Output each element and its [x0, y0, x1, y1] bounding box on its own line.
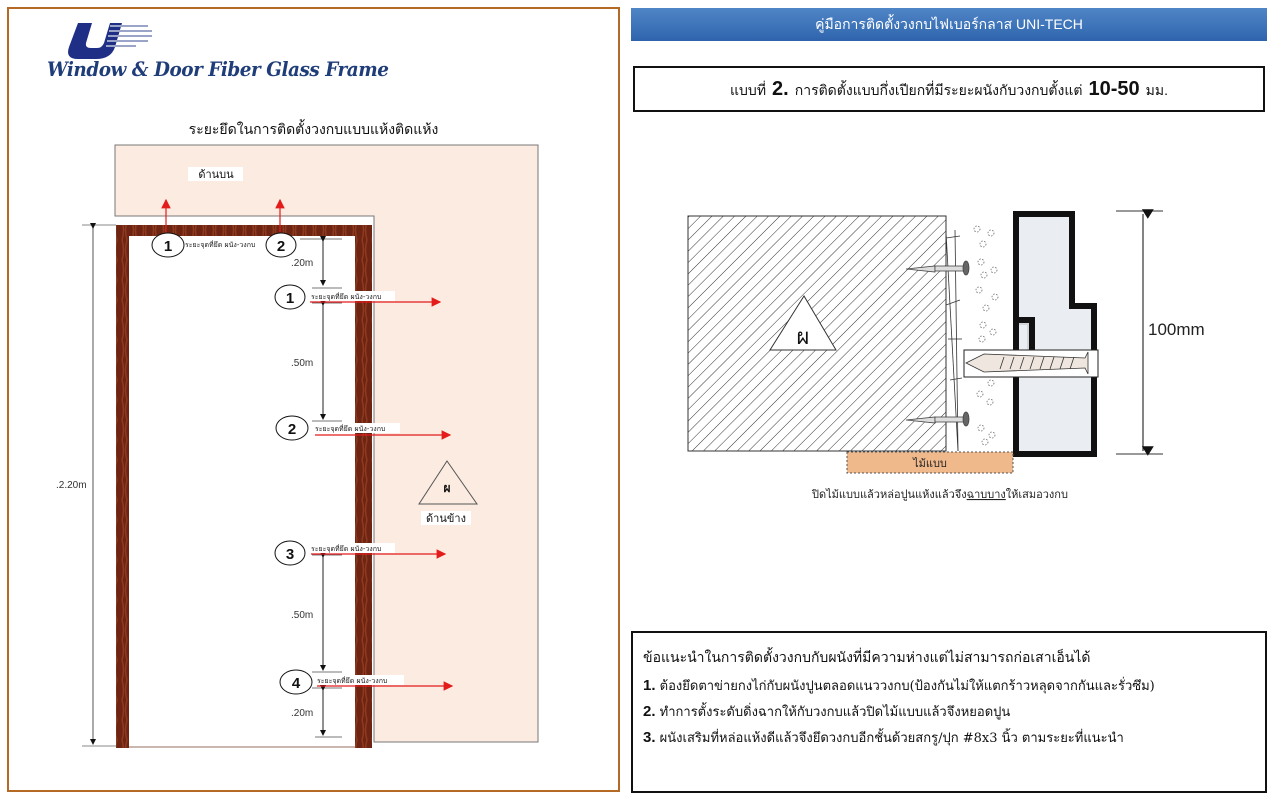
- wall-side-label: ด้านข้าง: [426, 512, 466, 525]
- svg-text:ผ: ผ: [797, 325, 810, 350]
- side-point-3: 3 ระยะจุดที่ยึด ผนัง-วงกบ: [274, 540, 447, 566]
- top-point-1: 1: [151, 232, 185, 258]
- note-item-3: 3. ผนังเสริมที่หล่อแห้งดีแล้วจึงยึดวงกบอ…: [643, 729, 1124, 746]
- screw-slot: [963, 349, 1099, 378]
- top-point-1-label: ระยะจุดที่ยึด ผนัง-วงกบ: [185, 240, 255, 249]
- side-point-1: 1 ระยะจุดที่ยึด ผนัง-วงกบ: [274, 284, 442, 310]
- notes-heading: ข้อแนะนำในการติดตั้งวงกบกับผนังที่มีความ…: [643, 650, 1091, 666]
- svg-text:2: 2: [277, 238, 285, 255]
- wall-top-label: ด้านบน: [198, 168, 234, 181]
- wall-top-label-bg: [188, 167, 243, 181]
- formwork-label: ไม้แบบ: [912, 457, 947, 470]
- note-item-1: 1. ต้องยึดตาข่ายกงไก่กับผนังปูนตลอดแนววง…: [643, 677, 1155, 694]
- wall-symbol-triangle: ผ: [769, 295, 837, 351]
- svg-text:ระยะจุดที่ยึด ผนัง-วงกบ: ระยะจุดที่ยึด ผนัง-วงกบ: [315, 424, 385, 433]
- side-point-4: 4 ระยะจุดที่ยึด ผนัง-วงกบ: [279, 669, 454, 695]
- type-prefix: แบบที่: [730, 82, 767, 98]
- install-type-box: แบบที่ 2. การติดตั้งแบบกึ่งเปียกที่มีระยะผ…: [633, 66, 1265, 112]
- door-opening: [129, 236, 355, 748]
- fiberglass-frame-profile: [1013, 211, 1097, 457]
- dry-install-diagram: ด้านบน .2.20m 1 ระยะจุดที่ยึด ผนัง-วงกบ …: [56, 144, 539, 748]
- formwork-board: [846, 451, 1014, 474]
- note-item-2: 2. ทำการตั้งระดับดิ่งฉากให้กับวงกบแล้วปิ…: [643, 703, 1011, 720]
- side-point-2: 2 ระยะจุดที่ยึด ผนัง-วงกบ: [275, 415, 452, 441]
- type-unit: มม.: [1145, 82, 1168, 98]
- type-range: 10-50: [1088, 78, 1140, 100]
- diagram-caption: ปิดไม้แบบแล้วหล่อปูนแห้งแล้วจึงฉาบบางให้…: [811, 488, 1068, 501]
- spacing-label-2: .50m: [291, 358, 313, 369]
- svg-text:ระยะจุดที่ยึด ผนัง-วงกบ: ระยะจุดที่ยึด ผนัง-วงกบ: [311, 544, 381, 553]
- total-height-label: .2.20m: [56, 480, 87, 491]
- svg-text:ระยะจุดที่ยึด ผนัง-วงกบ: ระยะจุดที่ยึด ผนัง-วงกบ: [311, 292, 381, 301]
- svg-text:ผ: ผ: [443, 481, 450, 495]
- svg-text:3: 3: [286, 546, 294, 563]
- type-number: 2.: [772, 78, 789, 100]
- concrete-wall: [687, 215, 947, 452]
- wire-mesh: [945, 229, 963, 452]
- type-text: การติดตั้งแบบกึ่งเปียกที่มีระยะผนังกับวง…: [794, 82, 1083, 98]
- spacing-label-4: .20m: [291, 708, 313, 719]
- uni-tech-logo: [68, 23, 152, 59]
- svg-text:1: 1: [286, 290, 294, 307]
- mortar-fill: [973, 225, 999, 446]
- svg-text:1: 1: [164, 238, 172, 255]
- svg-text:4: 4: [292, 675, 301, 692]
- manual-header: คู่มือการติดตั้งวงกบไฟเบอร์กลาส UNI-TECH: [631, 8, 1267, 41]
- left-title: ระยะยึดในการติดตั้งวงกบแบบแห้งติดแห้ง: [188, 122, 439, 138]
- spacing-label-3: .50m: [291, 610, 313, 621]
- svg-text:2: 2: [288, 421, 296, 438]
- wall-area: [114, 144, 539, 743]
- nail-bottom: [905, 411, 970, 427]
- dimension-label: 100mm: [1148, 320, 1205, 339]
- top-point-2: 2: [265, 232, 297, 258]
- brand-name: Window & Door Fiber Glass Frame: [47, 57, 389, 81]
- anchor-screw: [965, 351, 1089, 375]
- wall-symbol-triangle: ผ: [418, 460, 478, 505]
- svg-text:ระยะจุดที่ยึด ผนัง-วงกบ: ระยะจุดที่ยึด ผนัง-วงกบ: [317, 676, 387, 685]
- spacing-label-1: .20m: [291, 258, 313, 269]
- notes-box: ข้อแนะนำในการติดตั้งวงกบกับผนังที่มีความ…: [631, 631, 1267, 793]
- nail-top: [905, 260, 970, 276]
